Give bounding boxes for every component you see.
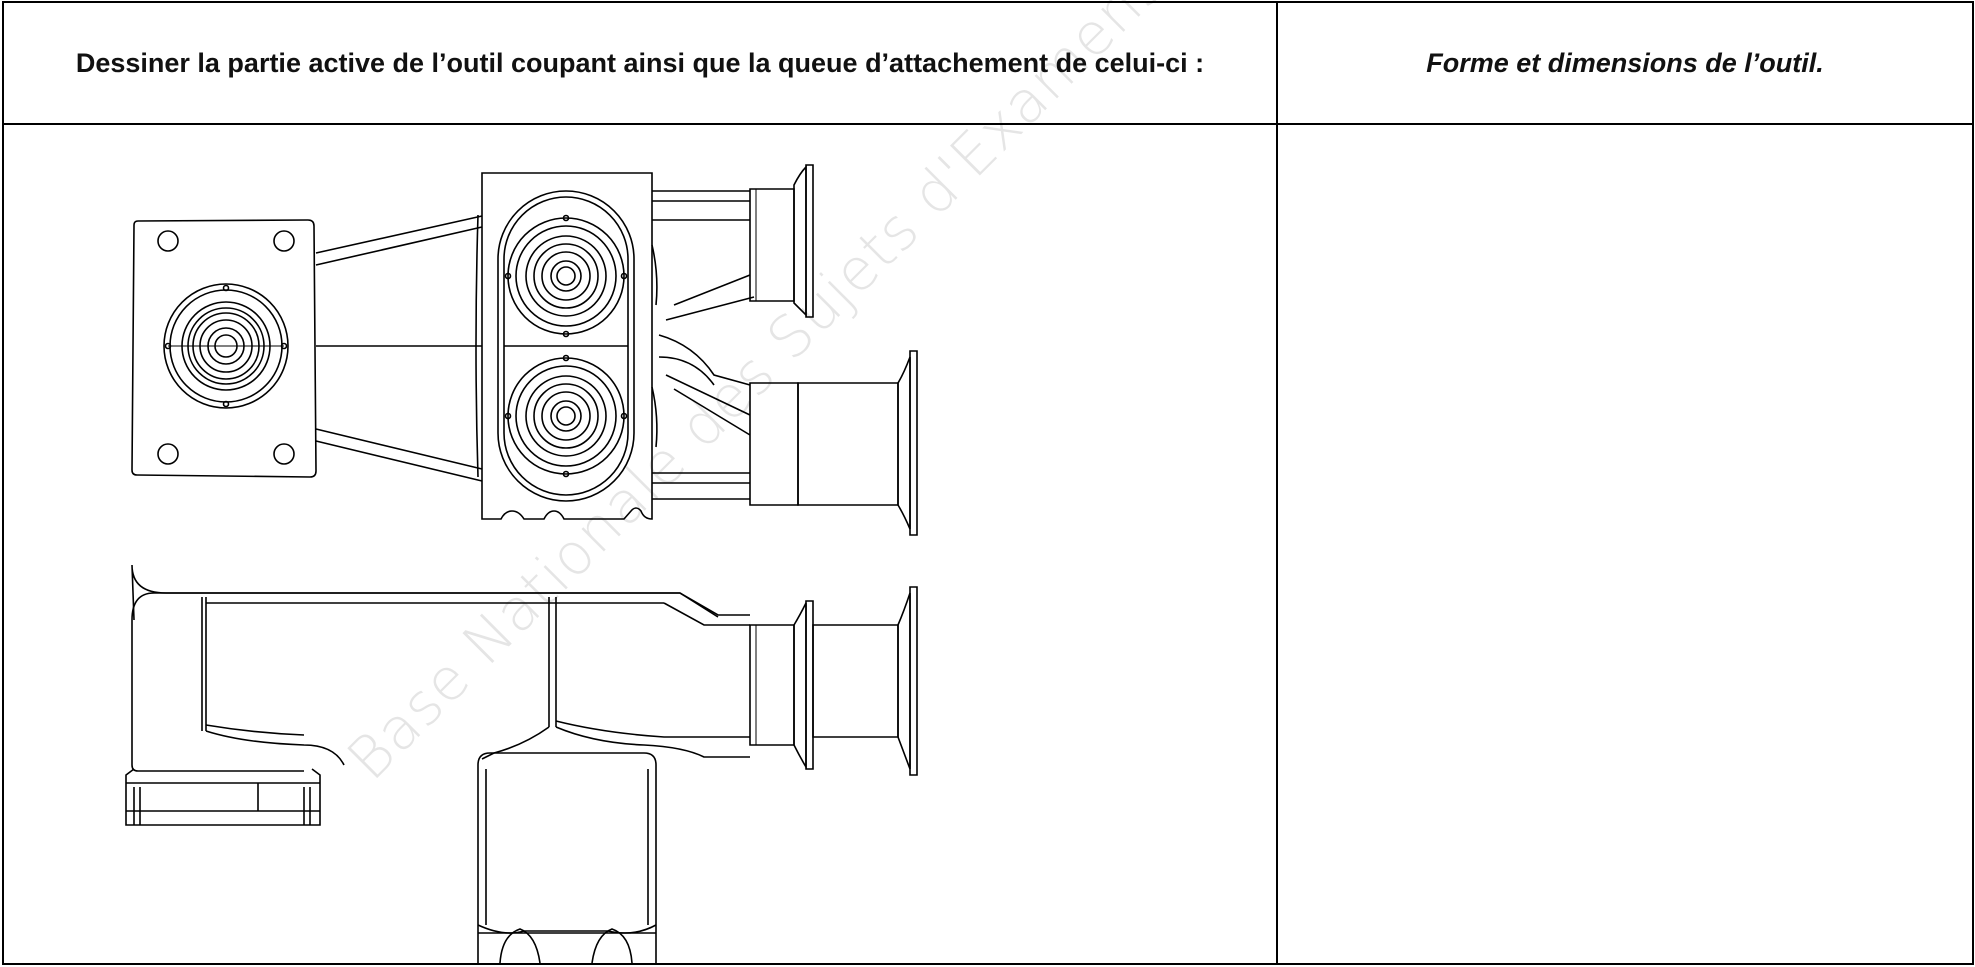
tool-form-header-cell: Forme et dimensions de l’outil. [1276, 1, 1974, 125]
instruction-text: Dessiner la partie active de l’outil cou… [75, 47, 1205, 78]
upper-port-rings [506, 216, 627, 337]
answer-cell[interactable] [1276, 123, 1974, 965]
bolt-hole [158, 231, 178, 251]
drop-leg [478, 753, 656, 963]
main-housing [132, 565, 750, 771]
plan-view [132, 165, 917, 535]
lower-port-rings [506, 356, 627, 477]
connecting-arms [316, 216, 482, 481]
front-outlets [750, 587, 917, 775]
front-view [126, 565, 917, 963]
left-bottom-flange [126, 769, 320, 825]
lower-outlet [750, 351, 917, 535]
header-row: Dessiner la partie active de l’outil cou… [2, 1, 1974, 125]
bolt-hole [274, 444, 294, 464]
left-flange-plate [132, 220, 316, 477]
bolt-hole [158, 444, 178, 464]
drawing-cell: Base Nationale des Sujets d'Examens de l… [2, 0, 1583, 967]
bolt-hole [274, 231, 294, 251]
branch-pipes [652, 191, 754, 499]
central-body [476, 173, 657, 519]
tool-form-title: Forme et dimensions de l’outil. [1426, 47, 1824, 78]
instruction-cell: Dessiner la partie active de l’outil cou… [2, 1, 1278, 125]
answer-area[interactable] [1278, 125, 1972, 963]
left-port-rings [164, 284, 288, 408]
technical-drawing [4, 125, 1274, 967]
upper-outlet [750, 165, 813, 317]
